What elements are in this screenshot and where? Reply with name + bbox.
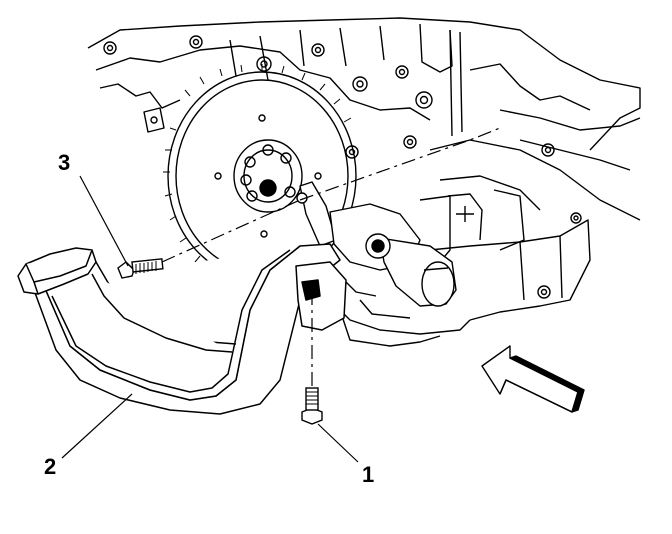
- leader-line-2: [61, 393, 133, 459]
- alignment-line-3: [161, 127, 501, 263]
- view-direction-arrow-icon: [481, 345, 585, 413]
- leader-line-3: [79, 175, 129, 267]
- leader-lines: [61, 175, 359, 463]
- leader-line-1: [317, 423, 359, 463]
- callout-2: 2: [44, 454, 56, 479]
- callout-3: 3: [58, 150, 70, 175]
- part-3-bolt: [117, 258, 164, 279]
- callout-1: 1: [362, 462, 374, 487]
- starter-motor: [296, 181, 457, 307]
- part-2-cover: [17, 243, 347, 415]
- engine-block: [87, 17, 641, 347]
- part-1-bolt: [301, 387, 323, 425]
